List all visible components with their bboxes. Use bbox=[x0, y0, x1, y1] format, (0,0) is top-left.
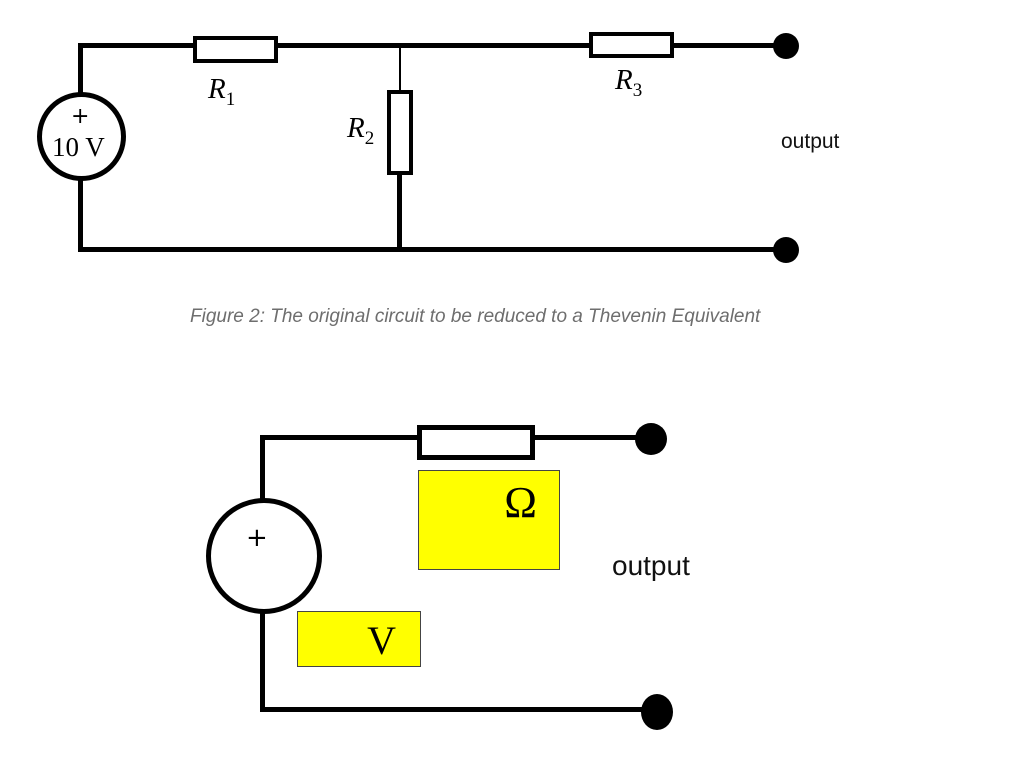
resistor-r1-label: R1 bbox=[208, 73, 236, 110]
bottom-rail-wire bbox=[78, 247, 786, 252]
resistor-r1-box bbox=[193, 36, 278, 63]
thevenin-resistance-blank[interactable]: Ω bbox=[418, 470, 560, 570]
thevenin-voltage-blank[interactable]: V bbox=[297, 611, 421, 667]
top-rail-wire bbox=[78, 43, 786, 48]
output-terminal-bottom-dot bbox=[641, 694, 673, 730]
output-label: output bbox=[612, 550, 690, 581]
output-label: output bbox=[781, 130, 840, 153]
resistor-r2-box bbox=[387, 90, 413, 175]
volt-unit-label: V bbox=[367, 618, 396, 663]
r2-subscript: 2 bbox=[364, 128, 375, 149]
output-terminal-top-dot bbox=[773, 33, 799, 59]
r3-base: R bbox=[615, 64, 633, 96]
r2-junction-line bbox=[399, 45, 401, 91]
voltage-source-circle bbox=[37, 92, 126, 181]
resistor-r3-label: R3 bbox=[615, 64, 643, 101]
r3-subscript: 3 bbox=[632, 80, 643, 101]
source-top-lead-wire bbox=[78, 45, 83, 94]
output-terminal-bottom-dot bbox=[773, 237, 799, 263]
source-bottom-lead-wire bbox=[260, 611, 265, 712]
plus-sign: + bbox=[71, 104, 90, 129]
figure-caption: Figure 2: The original circuit to be red… bbox=[190, 306, 761, 327]
thevenin-resistor-box bbox=[417, 425, 535, 460]
plus-sign: + bbox=[246, 523, 268, 553]
r2-bottom-lead-wire bbox=[397, 175, 402, 249]
source-voltage-value: 10 V bbox=[52, 132, 105, 162]
source-top-lead-wire bbox=[260, 435, 265, 500]
output-terminal-top-dot bbox=[635, 423, 667, 455]
source-bottom-lead-wire bbox=[78, 179, 83, 249]
r1-subscript: 1 bbox=[225, 89, 236, 110]
r2-base: R bbox=[347, 112, 365, 144]
voltage-source-circle bbox=[206, 498, 322, 614]
resistor-r3-box bbox=[589, 32, 674, 58]
ohm-unit-label: Ω bbox=[504, 478, 537, 527]
bottom-rail-wire bbox=[260, 707, 657, 712]
r1-base: R bbox=[208, 73, 226, 105]
resistor-r2-label: R2 bbox=[347, 112, 375, 149]
